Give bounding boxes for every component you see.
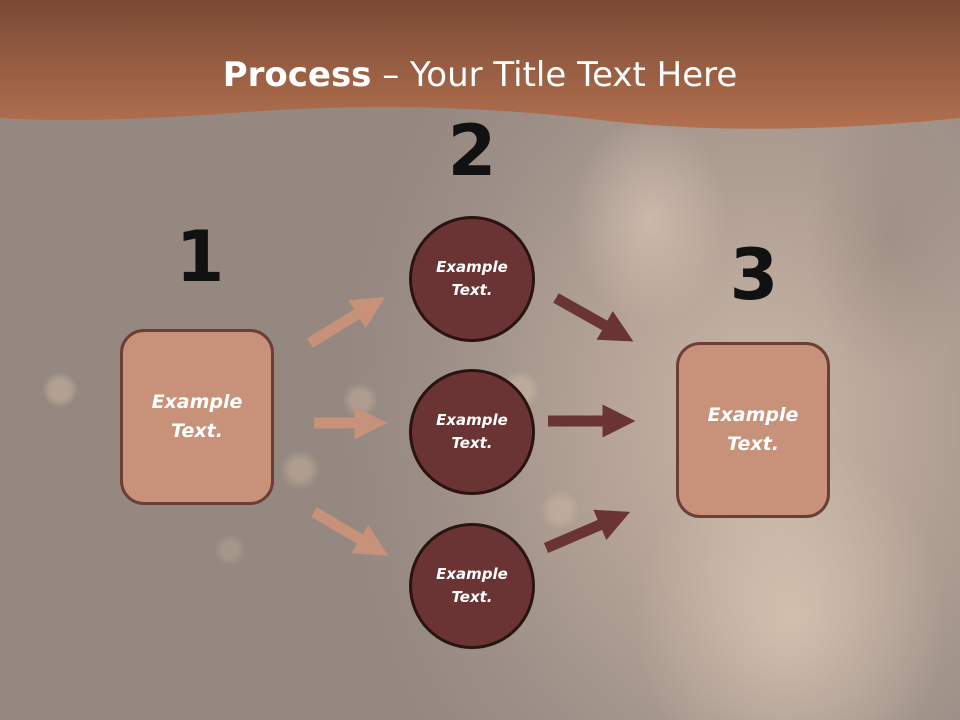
left-box-line2: Text. — [171, 420, 223, 442]
step-number-1: 1 — [175, 216, 225, 298]
circle-middle: Example Text. — [409, 369, 535, 495]
step-number-2: 2 — [447, 110, 497, 192]
title-banner — [0, 0, 960, 129]
right-box-line2: Text. — [727, 433, 779, 455]
left-box-line1: Example — [151, 391, 243, 413]
circle-middle-line1: Example — [436, 411, 508, 429]
step-number-3: 3 — [729, 234, 779, 316]
circle-top-line2: Text. — [451, 281, 493, 299]
circle-bottom-line2: Text. — [451, 588, 493, 606]
circle-top: Example Text. — [409, 216, 535, 342]
circle-middle-line2: Text. — [451, 434, 493, 452]
left-box: Example Text. — [120, 329, 274, 505]
right-box: Example Text. — [676, 342, 830, 518]
circle-bottom-line1: Example — [436, 565, 508, 583]
title-bold: Process — [222, 55, 372, 95]
background-lights — [0, 330, 640, 590]
slide-title: Process – Your Title Text Here — [0, 54, 960, 96]
circle-bottom: Example Text. — [409, 523, 535, 649]
circle-top-line1: Example — [436, 258, 508, 276]
title-rest: – Your Title Text Here — [371, 55, 738, 95]
right-box-line1: Example — [707, 404, 799, 426]
